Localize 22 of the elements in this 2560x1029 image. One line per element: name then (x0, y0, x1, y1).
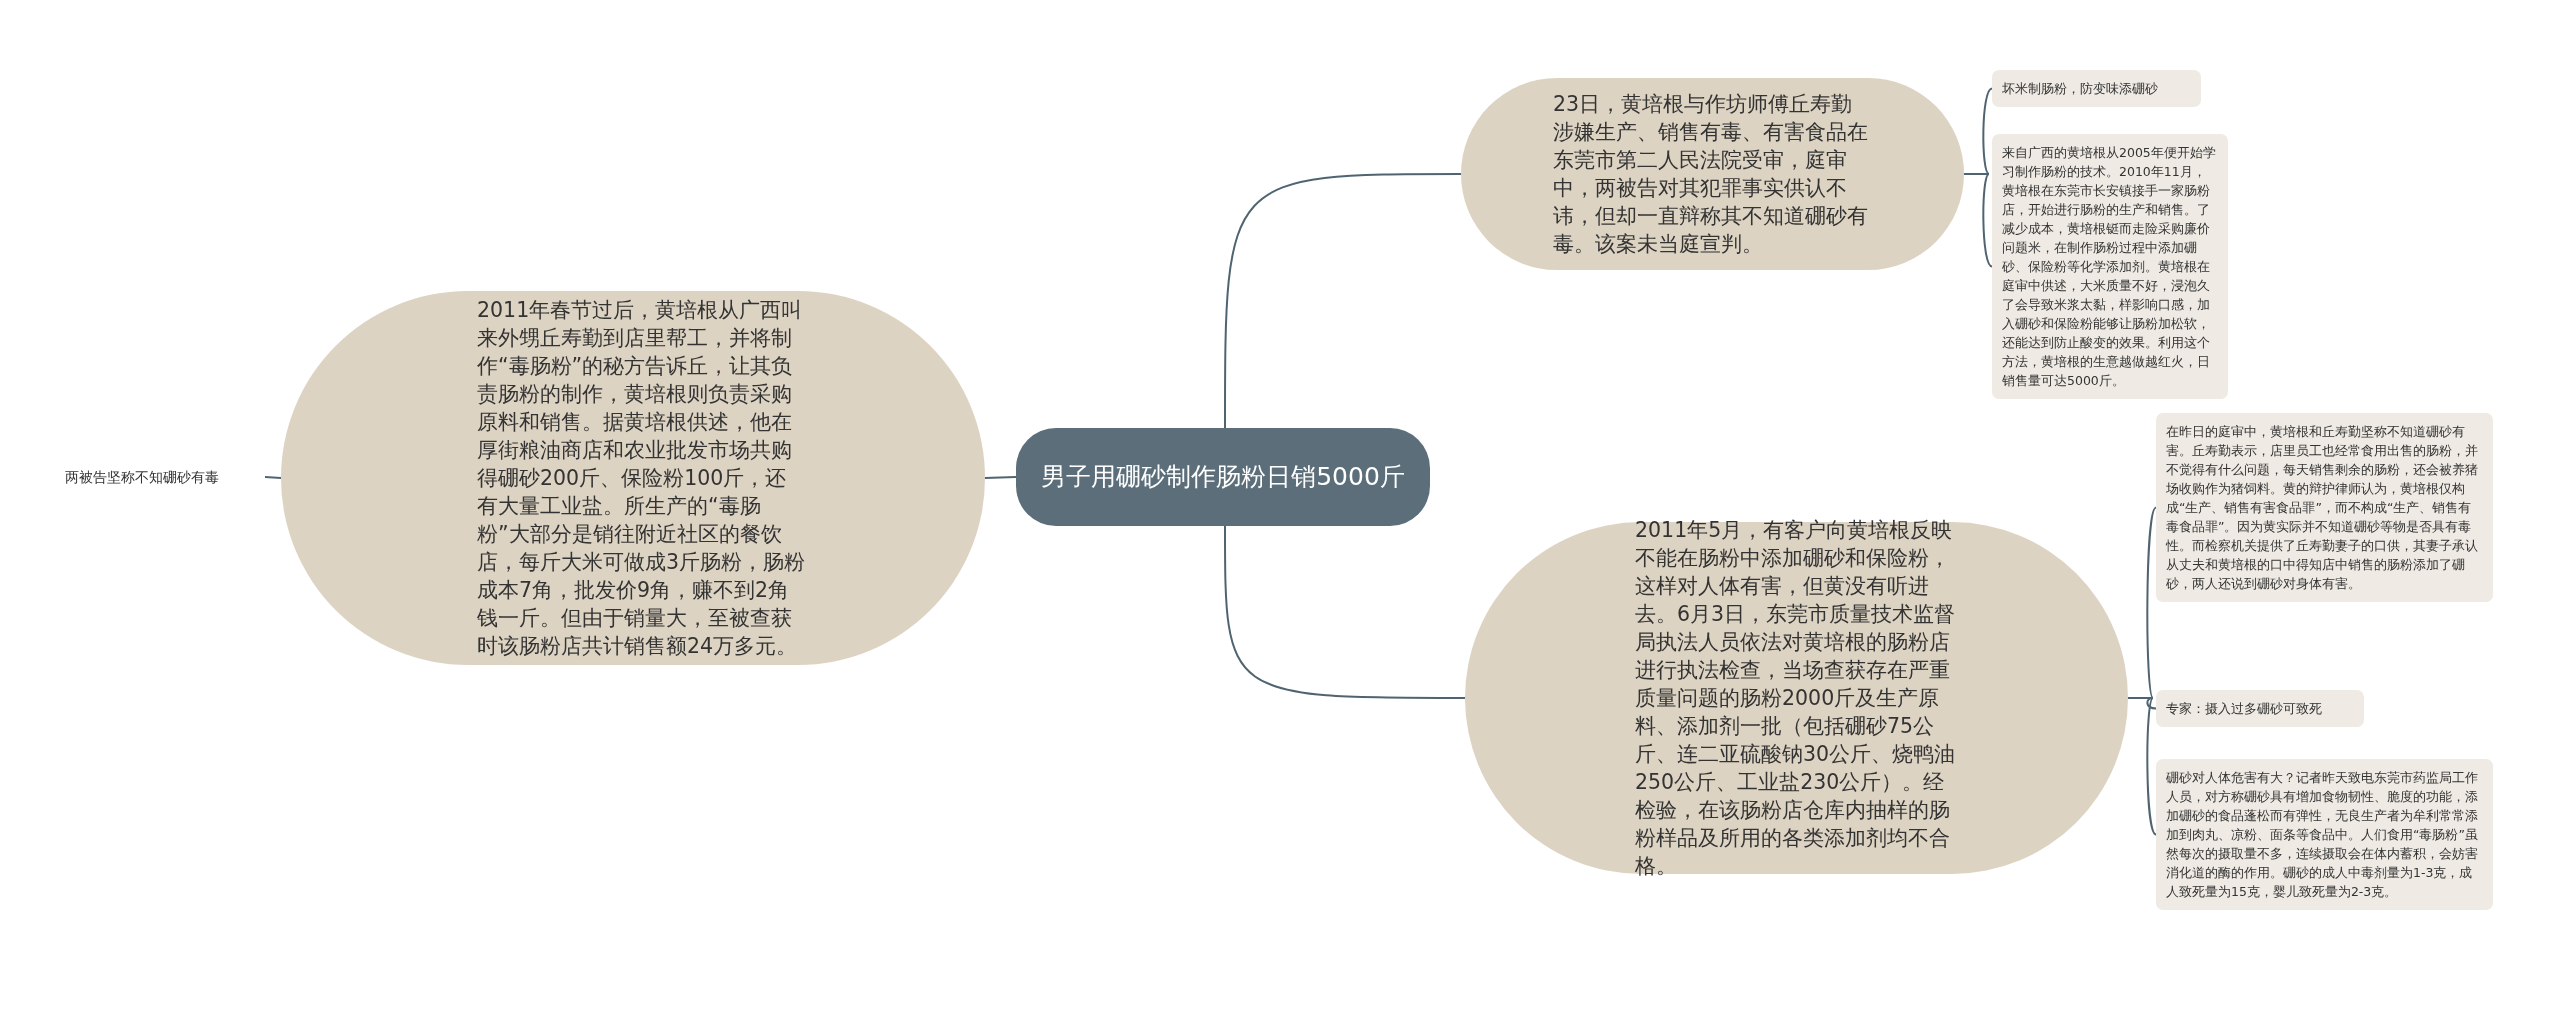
topic-text: 2011年5月，有客户向黄培根反映不能在肠粉中添加硼砂和保险粉，这样对人体有害，但黄没有听进去。6月3日，东莞市质量技术监督局执法人员依法对黄培根的肠粉店进行执法检查，当场查获存在严重质量问题的肠粉2000斤及生产原料、添加剂一批（包括硼砂75公斤、连二亚硫酸钠30公斤、烧鸭油250公斤、工业盐230公斤）。经检验，在该肠粉店仓库内抽样的肠粉样品及所用的各类添加剂均不合格。 (1635, 517, 1957, 880)
topic-text: 来自广西的黄培根从2005年便开始学习制作肠粉的技术。2010年11月，黄培根在东莞市长安镇接手一家肠粉店，开始进行肠粉的生产和销售。了减少成本，黄培根铤而走险采购廉价问题米，在制作肠粉过程中添加硼砂、保险粉等化学添加剂。黄培根在庭审中供述，大米质量不好，浸泡久了会导致米浆太黏，样影响口感，加入硼砂和保险粉能够让肠粉加松软，还能达到防止酸变的效果。利用这个方法，黄培根的生意越做越红火，日销售量可达5000斤。 (2002, 144, 2217, 390)
connector-line (1224, 173, 1462, 429)
topic-text: 2011年春节过后，黄培根从广西叫来外甥丘寿勤到店里帮工，并将制作“毒肠粉”的秘方告诉丘，让其负责肠粉的制作，黄培根则负责采购原料和销售。据黄培根供述，他在厚街粮油商店和农业批发市场共购得硼砂200斤、保险粉100斤，还有大量工业盐。所生产的“毒肠粉”大部分是销往附近社区的餐饮店，每斤大米可做成3斤肠粉，肠粉成本7角，批发价9角，赚不到2角钱一斤。但由于销量大，至被查获时该肠粉店共计销售额24万多元。 (477, 297, 807, 660)
central-topic-box (1016, 428, 1430, 526)
note-box (1992, 134, 2228, 399)
connector-line (984, 476, 1017, 479)
topic-text: 专家：摄入过多硼砂可致死 (2166, 700, 2323, 718)
topic-text: 男子用硼砂制作肠粉日销5000斤 (1041, 461, 1405, 493)
topic-text: 23日，黄培根与作坊师傅丘寿勤涉嫌生产、销售有毒、有害食品在东莞市第二人民法院受审，庭审中，两被告对其犯罪事实供认不讳，但却一直辩称其不知道硼砂有毒。该案未当庭宣判。 (1553, 91, 1869, 258)
note-text: 两被告坚称不知硼砂有毒 (65, 462, 265, 492)
connector-line (1963, 173, 1993, 268)
topic-text: 在昨日的庭审中，黄培根和丘寿勤坚称不知道硼砂有害。丘寿勤表示，店里员工也经常食用出售的肠粉，并不觉得有什么问题，每天销售剩余的肠粉，还会被养猪场收购作为猪饲料。黄的辩护律师认为，黄培根仅构成“生产、销售有害食品罪”，而不构成“生产、销售有毒食品罪”。因为黄实际并不知道硼砂等物是否具有毒性。而检察机关提供了丘寿勤妻子的口供，其妻子承认从丈夫和黄培根的口中得知店中销售的肠粉添加了硼砂，两人还说到硼砂对身体有害。 (2166, 423, 2479, 593)
note-box (2156, 759, 2493, 910)
note-box (2156, 413, 2493, 602)
connector-line (2127, 697, 2157, 836)
topic-text: 硼砂对人体危害有大？记者昨天致电东莞市药监局工作人员，对方称硼砂具有增加食物韧性、脆度的功能，添加硼砂的食品蓬松而有弹性，无良生产者为牟利常常添加到肉丸、凉粉、面条等食品中。人们食用“毒肠粉”虽然每次的摄取量不多，连续摄取会在体内蓄积，会妨害消化道的酶的作用。硼砂的成人中毒剂量为1-3克，成人致死量为15克，婴儿致死量为2-3克。 (2166, 769, 2479, 901)
connector-line (264, 476, 282, 479)
connector-line (1224, 525, 1466, 699)
topic-text: 坏米制肠粉，防变味添硼砂 (2002, 80, 2159, 98)
note-box (2156, 690, 2364, 727)
note-box (1992, 70, 2201, 107)
